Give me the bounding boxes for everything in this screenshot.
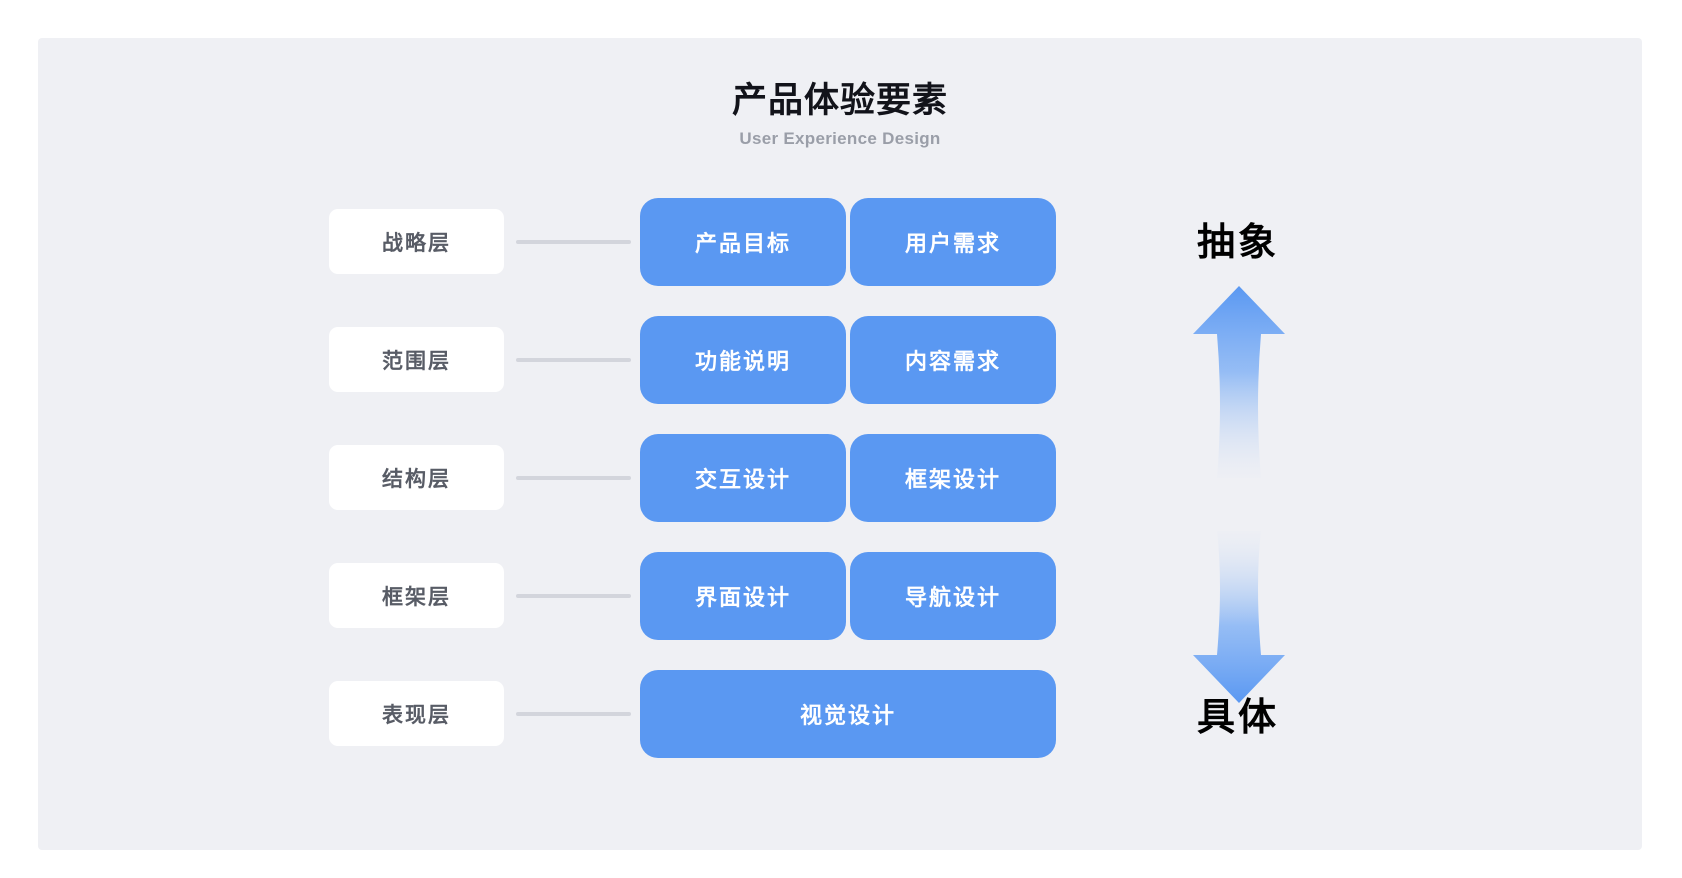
layer-label-card[interactable]: 表现层	[329, 681, 504, 746]
element-box[interactable]: 功能说明	[640, 316, 846, 404]
layers-diagram: 战略层 产品目标 用户需求 范围层 功能说明 内容需求 结构层 交互设计 框架设…	[38, 198, 1642, 758]
title-block: 产品体验要素 User Experience Design	[38, 78, 1642, 150]
element-box[interactable]: 产品目标	[640, 198, 846, 286]
element-box[interactable]: 内容需求	[850, 316, 1056, 404]
connector-line	[516, 358, 631, 362]
connector-line	[516, 712, 631, 716]
axis-label-concrete: 具体	[1196, 697, 1279, 739]
connector-line	[516, 594, 631, 598]
diagram-row: 结构层 交互设计 框架设计	[38, 434, 1642, 522]
connector-line	[516, 240, 631, 244]
layer-label-card[interactable]: 框架层	[329, 563, 504, 628]
layer-label-card[interactable]: 结构层	[329, 445, 504, 510]
abstraction-axis: 抽象 具体	[1138, 198, 1338, 778]
layer-label-card[interactable]: 范围层	[329, 327, 504, 392]
element-box[interactable]: 界面设计	[640, 552, 846, 640]
diagram-row: 范围层 功能说明 内容需求	[38, 316, 1642, 404]
diagram-row: 战略层 产品目标 用户需求	[38, 198, 1642, 286]
diagram-row: 框架层 界面设计 导航设计	[38, 552, 1642, 640]
element-box[interactable]: 用户需求	[850, 198, 1056, 286]
element-box[interactable]: 交互设计	[640, 434, 846, 522]
page-title: 产品体验要素	[731, 81, 948, 120]
arrow-down-gradient-icon	[1193, 531, 1285, 703]
arrow-up-gradient-icon	[1193, 286, 1285, 478]
layer-label-card[interactable]: 战略层	[329, 209, 504, 274]
connector-line	[516, 476, 631, 480]
axis-label-abstract: 抽象	[1196, 222, 1279, 264]
element-box[interactable]: 视觉设计	[640, 670, 1056, 758]
diagram-row: 表现层 视觉设计	[38, 670, 1642, 758]
element-box[interactable]: 导航设计	[850, 552, 1056, 640]
page-subtitle: User Experience Design	[739, 129, 941, 148]
diagram-panel: 产品体验要素 User Experience Design 战略层 产品目标 用…	[38, 38, 1642, 850]
element-box[interactable]: 框架设计	[850, 434, 1056, 522]
